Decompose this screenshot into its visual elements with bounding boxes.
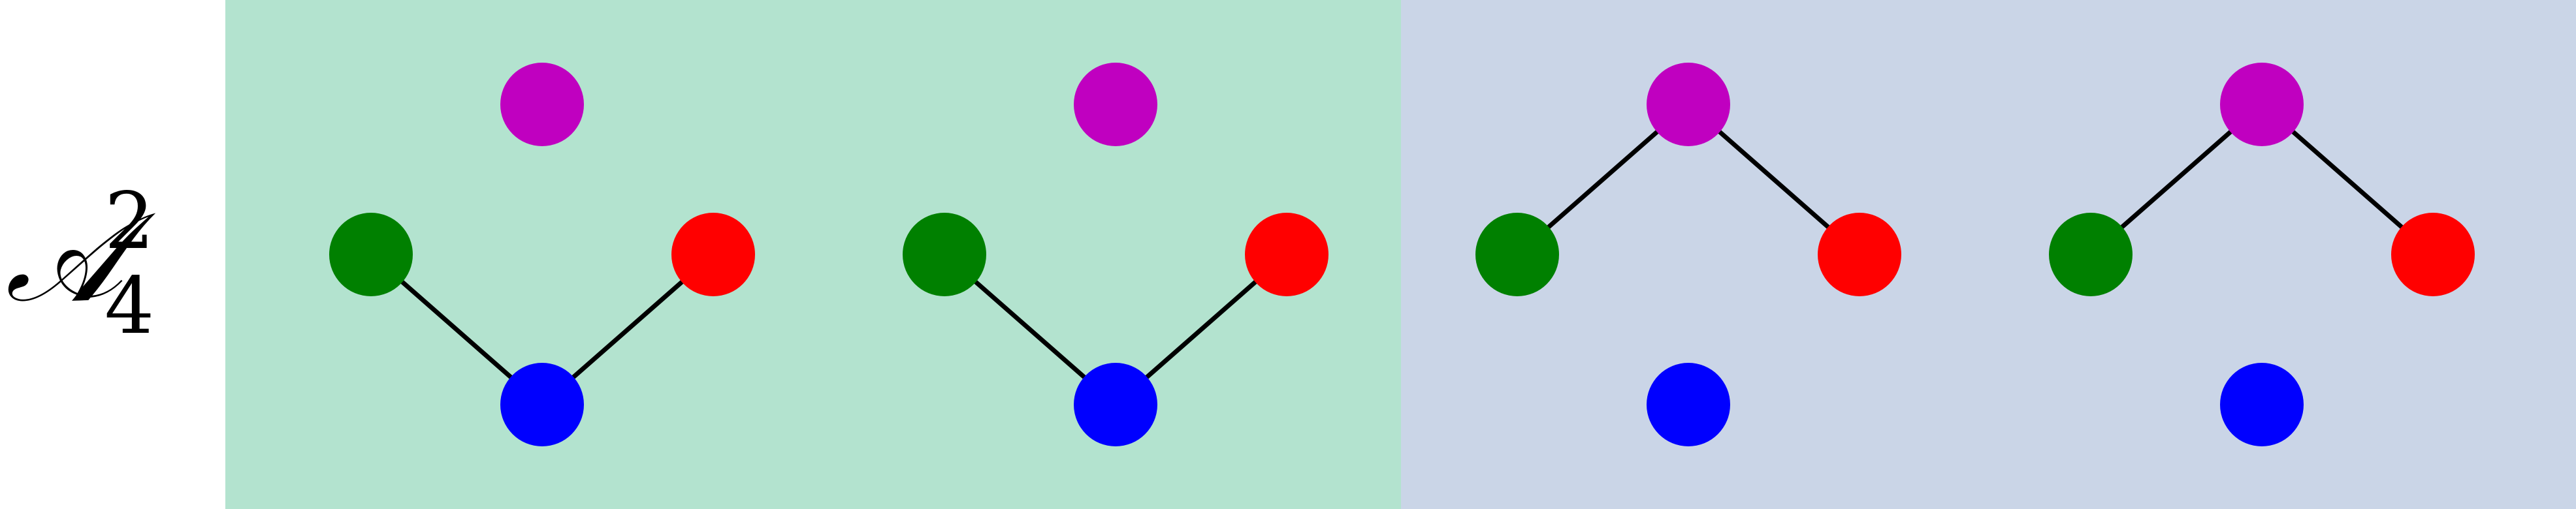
green-panel (225, 0, 1401, 509)
node-red (671, 213, 755, 296)
node-blue (1074, 363, 1157, 446)
node-blue (500, 363, 584, 446)
node-blue (1647, 363, 1730, 446)
node-green (1475, 213, 1559, 296)
node-green (329, 213, 413, 296)
graph-2 (903, 63, 1328, 446)
row-label-symbol: 𝒜 (5, 185, 123, 330)
row-label: 𝒜 2 4 (0, 0, 225, 509)
graph-3 (1475, 63, 1901, 446)
node-magenta (1074, 63, 1157, 146)
node-red (1245, 213, 1328, 296)
graph-4 (2049, 63, 2475, 446)
graph-1 (329, 63, 755, 446)
node-magenta (1647, 63, 1730, 146)
node-magenta (2220, 63, 2304, 146)
row-label-subscript: 4 (105, 261, 155, 352)
node-red (2391, 213, 2475, 296)
node-green (903, 213, 986, 296)
node-green (2049, 213, 2133, 296)
blue-panel (1401, 0, 2576, 509)
node-magenta (500, 63, 584, 146)
row-label-superscript: 2 (105, 176, 155, 267)
node-blue (2220, 363, 2304, 446)
node-red (1818, 213, 1901, 296)
graphs-layer (329, 63, 2475, 446)
